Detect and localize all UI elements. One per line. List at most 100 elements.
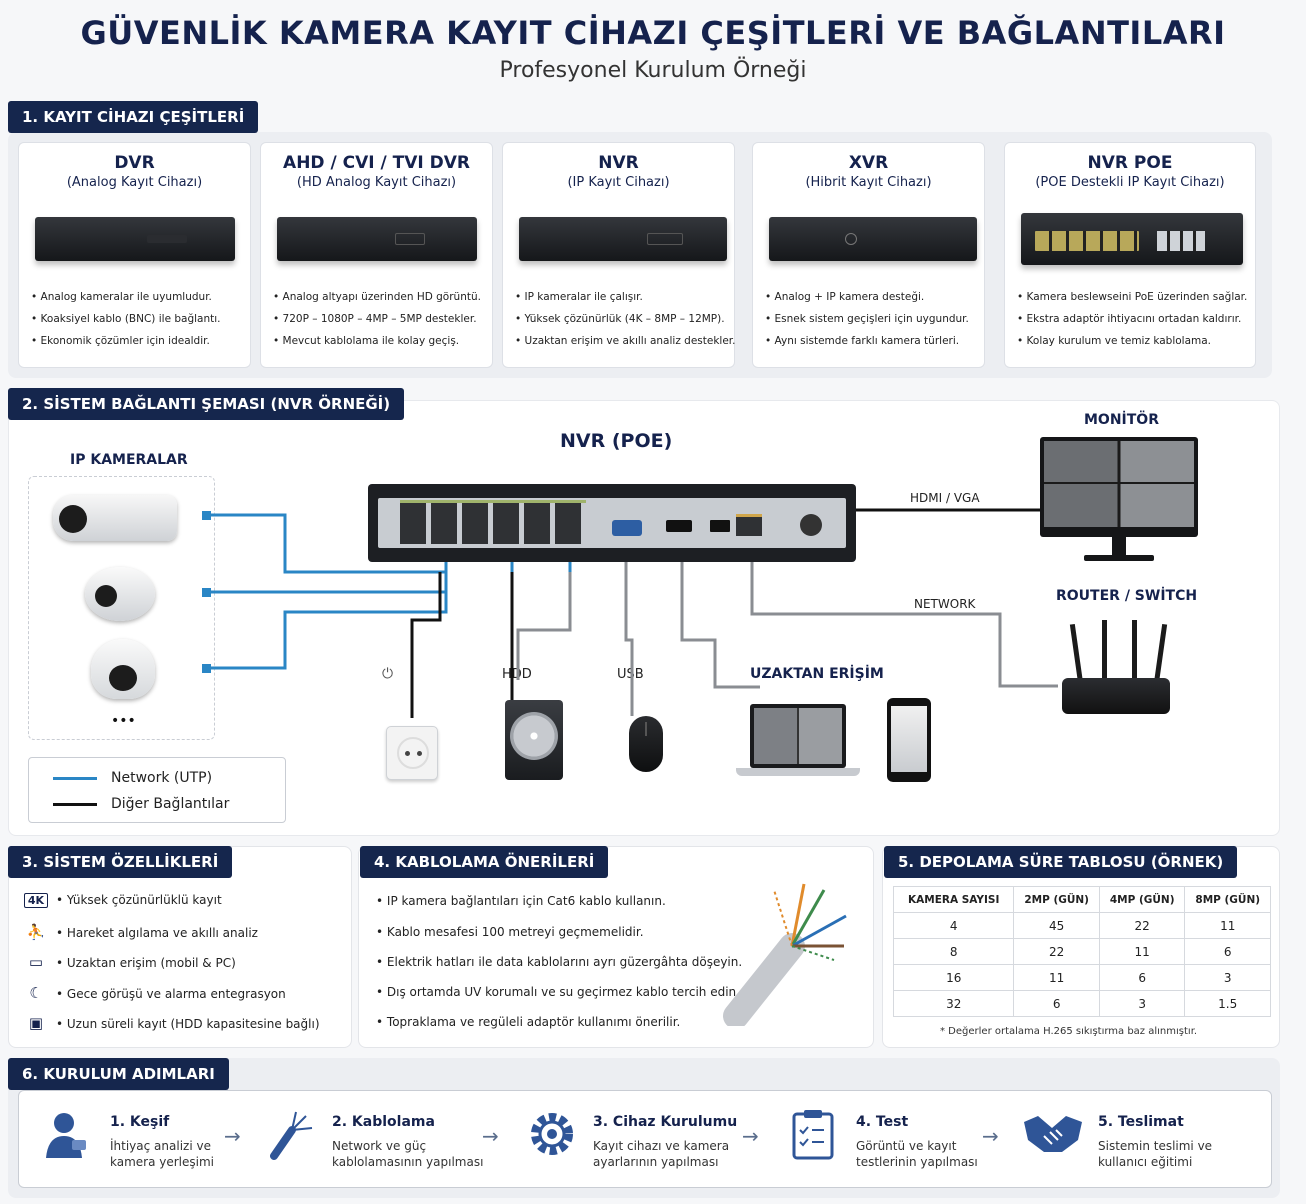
card-dvr: DVR (Analog Kayıt Cihazı) Analog kameral… (18, 142, 251, 368)
vga-port (612, 520, 642, 536)
table-cell: 11 (1098, 938, 1186, 965)
hdd-image (505, 700, 563, 780)
feature-text: • Hareket algılama ve akıllı analiz (56, 926, 258, 940)
table-cell: 1.5 (1184, 990, 1271, 1017)
table-header-row: KAMERA SAYISI 2MP (GÜN) 4MP (GÜN) 8MP (G… (892, 886, 1271, 913)
laptop-image (736, 704, 860, 782)
list-item: Koaksiyel kablo (BNC) ile bağlantı. (31, 313, 221, 325)
camera-connector-2 (202, 588, 211, 597)
cabling-item: Topraklama ve regüleli adaptör kullanımı… (376, 1015, 680, 1029)
poe-ports (400, 500, 586, 544)
step-description: ayarlarının yapılması (593, 1155, 719, 1169)
cable-icon (270, 1111, 313, 1160)
step-description: Network ve güç (332, 1139, 427, 1153)
turret-camera-image (91, 639, 155, 699)
table-cell: 22 (1013, 938, 1100, 965)
feature-text: • Gece görüşü ve alarma entegrasyon (56, 987, 286, 1001)
section5-label: 5. DEPOLAMA SÜRE TABLOSU (ÖRNEK) (884, 846, 1238, 878)
list-item: Ekstra adaptör ihtiyacını ortadan kaldır… (1017, 313, 1247, 325)
feature-item: ☾ • Gece görüşü ve alarma entegrasyon (24, 984, 286, 1002)
list-item: Analog + IP kamera desteği. (765, 291, 969, 303)
devices-icon: ▭ (28, 953, 44, 971)
step-title: 3. Cihaz Kurulumu (593, 1114, 738, 1130)
dome-camera-image (85, 567, 155, 621)
moon-icon: ☾ (29, 984, 43, 1002)
card-feature-list: Kamera beslewseini PoE üzerinden sağlar.… (1017, 291, 1248, 357)
table-cell: 6 (1013, 990, 1100, 1017)
ip-cameras-label: IP KAMERALAR (70, 452, 188, 468)
step-description: kullanıcı eğitimi (1098, 1155, 1193, 1169)
feature-item: ▭• Uzaktan erişim (mobil & PC) (24, 953, 236, 971)
step-title: 5. Teslimat (1098, 1114, 1184, 1130)
phone-image (887, 698, 931, 782)
card-subtitle: (Analog Kayıt Cihazı) (66, 175, 203, 190)
usb-label: USB (617, 667, 644, 682)
nvr-title: NVR (POE) (560, 430, 673, 452)
table-cell: 6 (1184, 938, 1271, 965)
motion-icon: ⛹ (26, 923, 46, 941)
ip-cameras-box: ••• (28, 476, 215, 740)
legend-other-label: Diğer Bağlantılar (111, 796, 230, 812)
card-title: AHD / CVI / TVI DVR (283, 153, 470, 173)
step-title: 1. Keşif (110, 1114, 170, 1130)
list-item: IP kameralar ile çalışır. (515, 291, 736, 303)
gray-lines (516, 508, 1058, 716)
page-subtitle: Profesyonel Kurulum Örneği (499, 58, 807, 83)
list-item: Kolay kurulum ve temiz kablolama. (1017, 335, 1247, 347)
table-cell: 3 (1098, 990, 1186, 1017)
cabling-item: Kablo mesafesi 100 metreyi geçmemelidir. (376, 925, 644, 939)
person-icon (46, 1113, 86, 1158)
card-nvr: NVR (IP Kayıt Cihazı) IP kameralar ile ç… (502, 142, 736, 368)
table-cell: 8 (892, 938, 1015, 965)
section3-panel (8, 846, 352, 1048)
column-header: 4MP (GÜN) (1098, 886, 1186, 913)
list-item: Aynı sistemde farklı kamera türleri. (765, 335, 969, 347)
section1-label: 1. KAYIT CİHAZI ÇEŞİTLERİ (8, 101, 259, 133)
section6-label: 6. KURULUM ADIMLARI (8, 1058, 229, 1090)
hdmi-vga-label: HDMI / VGA (910, 491, 980, 505)
section4-label: 4. KABLOLAMA ÖNERİLERİ (360, 846, 609, 878)
network-lines (205, 513, 572, 670)
list-item: Mevcut kablolama ile kolay geçiş. (273, 335, 481, 347)
list-item: Analog altyapı üzerinden HD görüntü. (273, 291, 481, 303)
cabling-item: IP kamera bağlantıları için Cat6 kablo k… (376, 894, 666, 908)
column-header: KAMERA SAYISI (892, 886, 1015, 913)
storage-note: * Değerler ortalama H.265 sıkıştırma baz… (940, 1026, 1198, 1037)
legend-other: Diğer Bağlantılar (53, 796, 229, 812)
section3-label: 3. SİSTEM ÖZELLİKLERİ (8, 846, 233, 878)
monitor-label: MONİTÖR (1084, 412, 1159, 428)
card-title: XVR (848, 153, 889, 173)
feature-item: ⛹ • Hareket algılama ve akıllı analiz (24, 923, 258, 941)
remote-access-label: UZAKTAN ERİŞİM (750, 666, 884, 682)
card-subtitle: (Hibrit Kayıt Cihazı) (805, 175, 932, 190)
nvr-poe-device-image (1021, 213, 1243, 265)
feature-item: 4K • Yüksek çözünürlüklü kayıt (24, 893, 222, 908)
feature-text: • Uzun süreli kayıt (HDD kapasitesine ba… (56, 1017, 320, 1031)
step-title: 2. Kablolama (332, 1114, 435, 1130)
nvr-device-image (519, 213, 727, 265)
usb-port (710, 520, 730, 532)
legend-network-label: Network (UTP) (111, 770, 213, 786)
cat6-cable-image (723, 883, 847, 1026)
4k-icon: 4K (24, 893, 48, 908)
column-header: 2MP (GÜN) (1013, 886, 1100, 913)
nvr-rear-panel (368, 484, 856, 562)
table-cell: 45 (1013, 912, 1100, 939)
camera-connector-1 (202, 511, 211, 520)
mouse-image (629, 716, 663, 772)
other-lines (410, 572, 514, 718)
card-title: NVR (598, 153, 639, 173)
card-subtitle: (HD Analog Kayıt Cihazı) (296, 175, 457, 190)
card-subtitle: (POE Destekli IP Kayıt Cihazı) (1035, 175, 1225, 190)
step-description: Sistemin teslimi ve (1098, 1139, 1213, 1153)
table-cell: 32 (892, 990, 1015, 1017)
list-item: Yüksek çözünürlük (4K – 8MP – 12MP). (515, 313, 736, 325)
card-title: NVR POE (1087, 153, 1173, 173)
feature-text: • Yüksek çözünürlüklü kayıt (56, 893, 222, 907)
feature-item: ▣• Uzun süreli kayıt (HDD kapasitesine b… (24, 1014, 320, 1032)
step-description: kablolamasının yapılması (332, 1155, 484, 1169)
card-subtitle: (IP Kayıt Cihazı) (567, 175, 670, 190)
